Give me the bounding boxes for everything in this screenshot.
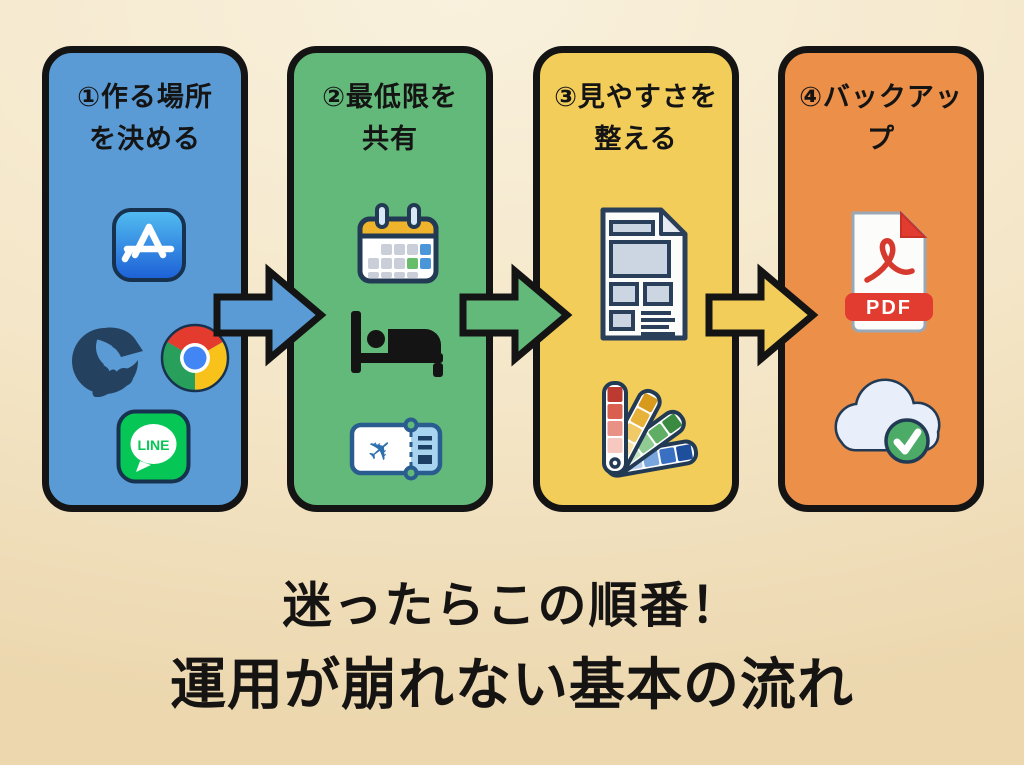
- flight-ticket-icon: ✈: [349, 417, 443, 481]
- chrome-icon: [160, 323, 230, 393]
- step1-title: ①作る場所 を決める: [49, 77, 241, 161]
- flow-arrow-3: [705, 263, 819, 367]
- step3-title: ③見やすさを 整える: [540, 77, 732, 161]
- caption-line-2: 運用が崩れない基本の流れ: [170, 653, 854, 716]
- step-card-2: ②最低限を 共有: [287, 46, 493, 512]
- step-card-3: ③見やすさを 整える: [533, 46, 739, 512]
- document-layout-icon: [600, 207, 688, 341]
- step2-title-line2: 共有: [362, 123, 418, 154]
- pdf-file-icon: PDF: [845, 210, 933, 333]
- flow-arrow-1: [213, 263, 327, 367]
- step1-title-line2: を決める: [89, 123, 201, 154]
- step3-title-line2: 整える: [594, 123, 678, 154]
- calendar-icon: [357, 203, 439, 284]
- step2-title: ②最低限を 共有: [294, 77, 486, 161]
- step4-title-line2: プ: [867, 123, 895, 154]
- cloud-backup-check-icon: [834, 378, 941, 464]
- line-logo-text: LINE: [138, 437, 170, 453]
- step-card-1: ①作る場所 を決める: [42, 46, 248, 512]
- line-icon: LINE: [116, 409, 191, 484]
- step3-title-line1: ③見やすさを: [554, 82, 718, 112]
- step-card-4: ④バックアッ プ PDF: [778, 46, 984, 512]
- pdf-label-text: PDF: [866, 297, 912, 319]
- flow-arrow-2: [459, 263, 573, 367]
- step1-title-line1: ①作る場所: [77, 82, 213, 112]
- hotel-bed-icon: [351, 311, 443, 377]
- step4-title: ④バックアッ プ: [785, 77, 977, 161]
- bird-mascot-icon: [72, 324, 143, 397]
- step4-title-line1: ④バックアッ: [799, 82, 963, 112]
- app-store-icon: [112, 208, 186, 282]
- caption-line-1: 迷ったらこの順番！: [282, 579, 742, 633]
- step2-title-line1: ②最低限を: [322, 82, 458, 112]
- color-swatch-fan-icon: [602, 381, 699, 478]
